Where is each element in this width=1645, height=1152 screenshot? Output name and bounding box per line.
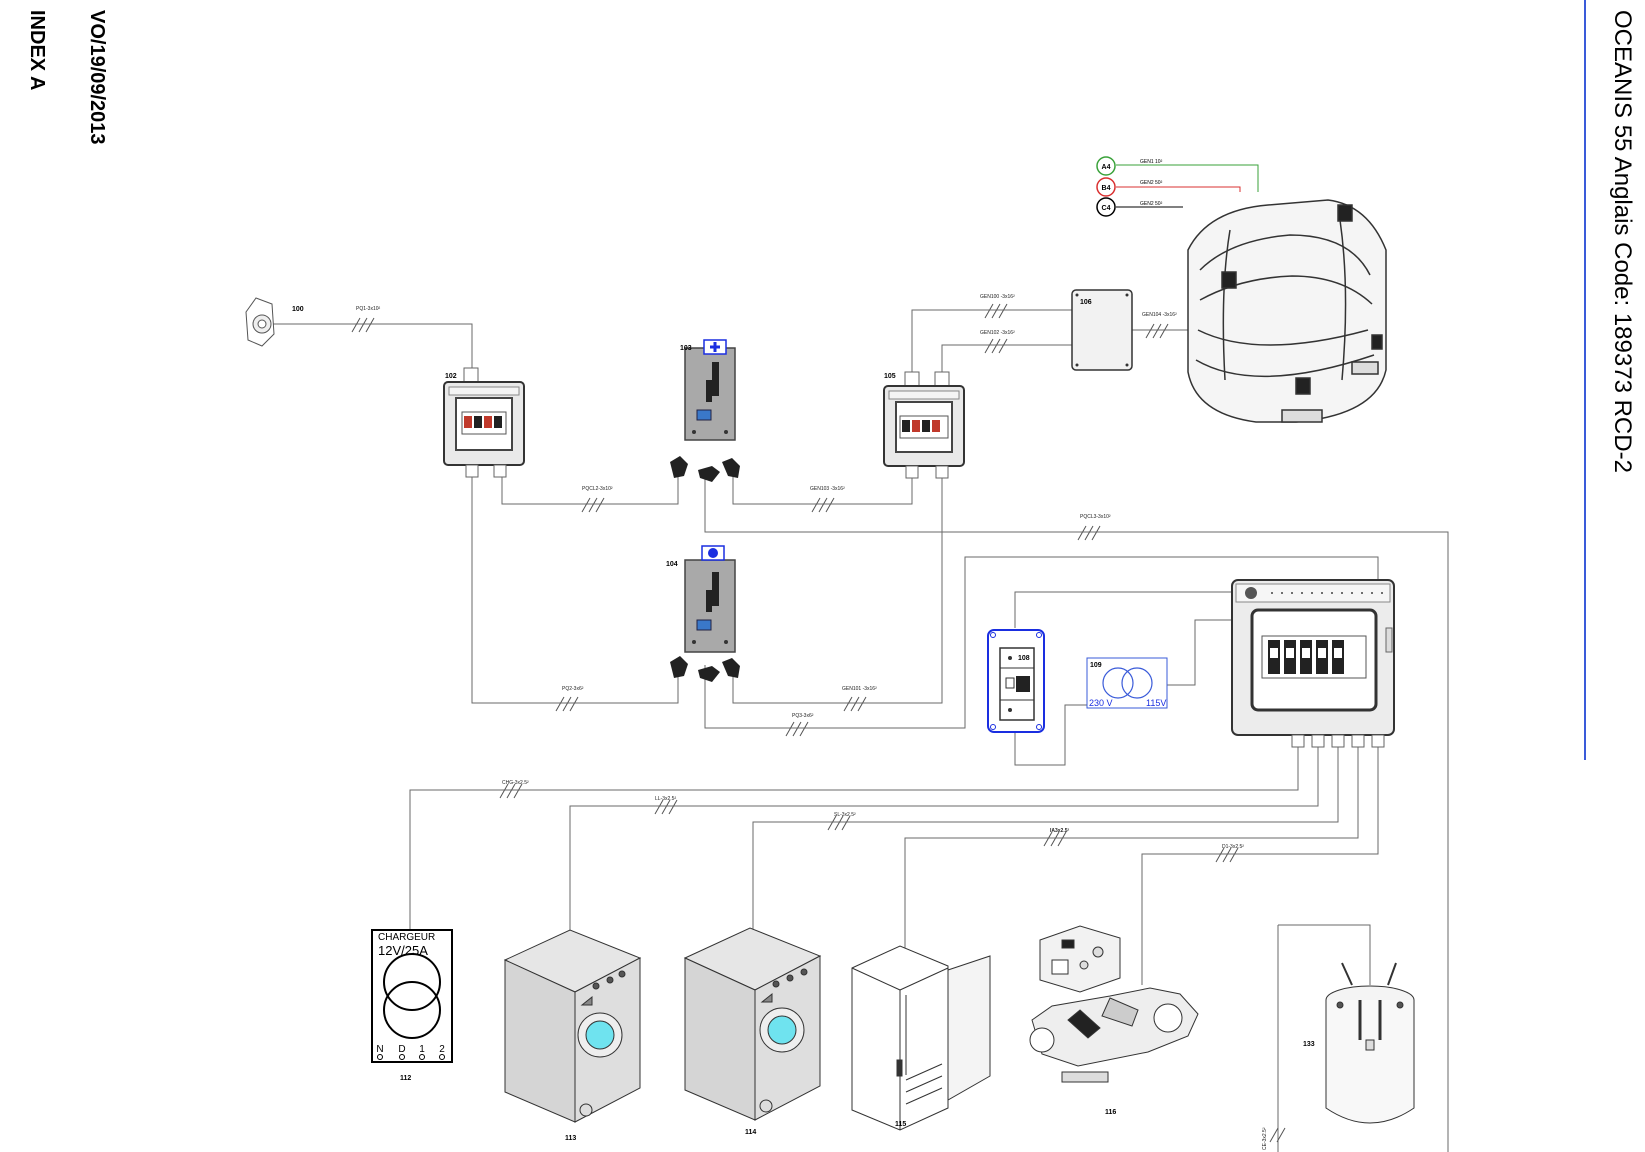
washing-machine-113: 113 bbox=[503, 929, 642, 1142]
cable-label-ia: IA3x2.5² bbox=[1050, 828, 1070, 834]
cable-label-gen101: GEN101 -3x16² bbox=[842, 686, 877, 692]
shore-socket-100: 100 bbox=[245, 297, 304, 347]
charger-terminal-d: D bbox=[398, 1044, 405, 1055]
panel-105: 105 bbox=[883, 371, 965, 479]
label-103: 103 bbox=[680, 345, 692, 352]
label-113: 113 bbox=[565, 1135, 576, 1142]
cable-label-pq1: PQ1-3x10² bbox=[356, 306, 381, 312]
cable-label-pq2: PQ2-3x6² bbox=[562, 686, 584, 692]
panel-102: 102 bbox=[443, 367, 525, 478]
cable-label-gen100: GEN100 -3x16² bbox=[980, 294, 1015, 300]
charger-name: CHARGEUR bbox=[378, 932, 435, 943]
label-114: 114 bbox=[745, 1129, 756, 1136]
generator bbox=[1187, 199, 1387, 423]
switch-103: 103 bbox=[670, 339, 740, 482]
label-133: 133 bbox=[1303, 1041, 1315, 1048]
ref-a4: A4 bbox=[1102, 164, 1111, 171]
charger-terminal-2: 2 bbox=[439, 1044, 445, 1055]
label-106: 106 bbox=[1080, 299, 1092, 306]
junction-box-106: 106 bbox=[1071, 289, 1133, 371]
cable-label-chg: CHG-3x2.5² bbox=[502, 780, 529, 786]
main-ac-panel bbox=[1231, 579, 1395, 748]
ref-c4: C4 bbox=[1102, 205, 1111, 212]
transformer-secondary: 115V bbox=[1146, 698, 1166, 708]
label-102: 102 bbox=[445, 373, 457, 380]
charger-terminal-n: N bbox=[376, 1044, 383, 1055]
switch-104: 104 bbox=[666, 545, 740, 682]
cable-label-gen104: GEN104 -3x16² bbox=[1142, 312, 1177, 318]
transformer-primary: 230 V bbox=[1089, 698, 1113, 708]
breaker-108: 108 bbox=[987, 629, 1045, 733]
fridge-115: 115 bbox=[851, 945, 991, 1131]
cable-label-pqcl2: PQCL2-3x10² bbox=[582, 486, 613, 492]
watermaker-116: 116 bbox=[1029, 925, 1199, 1116]
cable-label-d1: D1-3x2.5² bbox=[1222, 844, 1244, 850]
charger-112: CHARGEUR 12V/25A N D 1 2 112 bbox=[371, 929, 453, 1082]
cable-label-gen103: GEN103 -3x16² bbox=[810, 486, 845, 492]
charger-terminal-1: 1 bbox=[419, 1044, 425, 1055]
wires bbox=[268, 309, 1449, 1152]
generator-refs: A4 B4 C4 GEN1 10² GEN2 50² GEN2 50² bbox=[1096, 156, 1163, 217]
cable-label-pqcl3: PQCL3-3x10² bbox=[1080, 514, 1111, 520]
ref-gen2a: GEN2 50² bbox=[1140, 180, 1163, 186]
cable-ticks bbox=[351, 303, 1286, 1143]
label-115: 115 bbox=[895, 1121, 906, 1128]
ref-gen1: GEN1 10² bbox=[1140, 159, 1163, 165]
cable-label-pq3: PQ3-3x6² bbox=[792, 713, 814, 719]
ref-b4: B4 bbox=[1102, 185, 1111, 192]
cable-label-gen102: GEN102 -3x16² bbox=[980, 330, 1015, 336]
cable-labels: PQ1-3x10² PQCL2-3x10² GEN103 -3x16² GEN1… bbox=[356, 294, 1268, 1150]
cable-label-sl: SL-3x2.5² bbox=[834, 812, 856, 818]
label-108: 108 bbox=[1018, 655, 1030, 662]
ref-gen2b: GEN2 50² bbox=[1140, 201, 1163, 207]
transformer-109: 109 230 V 115V bbox=[1086, 657, 1168, 709]
cable-label-ce: CE-3x2.5² bbox=[1262, 1127, 1268, 1150]
label-116: 116 bbox=[1105, 1109, 1116, 1116]
cable-label-ll: LL-3x2.5² bbox=[655, 796, 676, 802]
water-heater-133: 133 bbox=[1303, 962, 1415, 1124]
label-112: 112 bbox=[400, 1075, 411, 1082]
label-100: 100 bbox=[292, 306, 304, 313]
dryer-114: 114 bbox=[683, 927, 822, 1136]
label-104: 104 bbox=[666, 561, 678, 568]
label-109: 109 bbox=[1090, 662, 1102, 669]
label-105: 105 bbox=[884, 373, 896, 380]
